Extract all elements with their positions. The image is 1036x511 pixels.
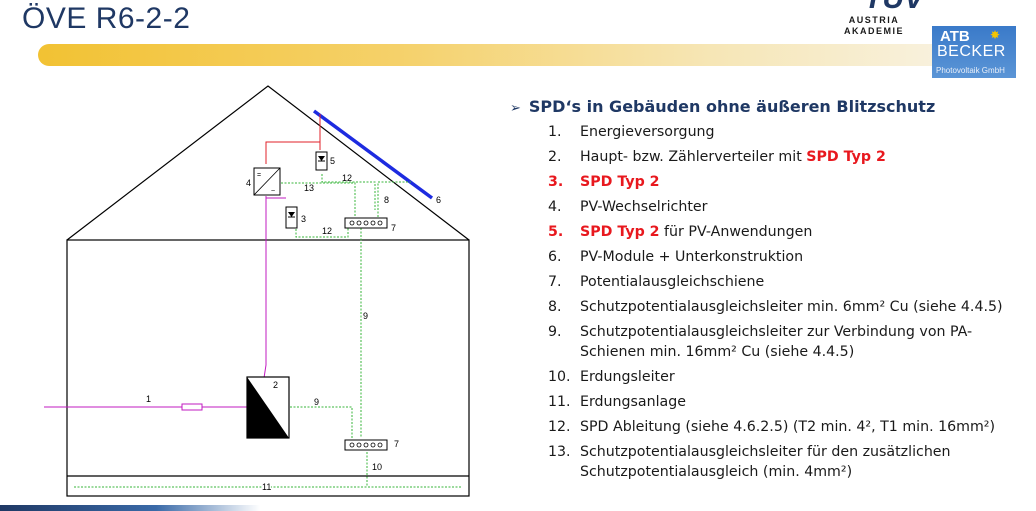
tuv-logo-mark: TÜV: [864, 0, 924, 16]
bullet-arrow-icon: ➢: [510, 101, 521, 116]
list-item-text: Erdungsanlage: [580, 394, 686, 410]
list-item: 8. Schutzpotentialausgleichsleiter min. 6…: [548, 297, 1028, 317]
list-item-number: 5.: [548, 224, 564, 240]
label-7-bottom: 7: [394, 439, 399, 449]
list-item-number: 7.: [548, 274, 562, 290]
label-6: 6: [436, 195, 441, 205]
list-item: 4. PV-Wechselrichter: [548, 197, 1028, 217]
list-item-text: Erdungsleiter: [580, 369, 675, 385]
list-item: 10. Erdungsleiter: [548, 367, 1028, 387]
legend-list: 1. Energieversorgung 2. Haupt- bzw. Zähler…: [548, 122, 1028, 487]
bonding-bar-7-top: [344, 217, 388, 229]
list-item-highlight: SPD Typ 2: [580, 224, 660, 240]
list-item-number: 8.: [548, 299, 562, 315]
house-spd-diagram: 6 = ~ 4 5 12 13 8 3 12: [44, 85, 470, 497]
inverter-4: = ~: [253, 167, 281, 196]
list-item: 7. Potentialausgleichschiene: [548, 272, 1028, 292]
list-item: 2. Haupt- bzw. Zählerverteiler mit SPD Ty…: [548, 147, 1028, 167]
tuv-logo-line2: AKADEMIE: [843, 26, 904, 36]
atb-logo-line1: ATB: [940, 28, 970, 45]
label-9-inverter: 9: [314, 397, 319, 407]
legend-heading: ➢ SPD‘s in Gebäuden ohne äußeren Blitzsch…: [510, 97, 935, 116]
atb-logo-line2: BECKER: [937, 43, 1006, 60]
list-item-number: 6.: [548, 249, 562, 265]
list-item-text: PV-Module + Unterkonstruktion: [580, 249, 804, 265]
list-item: 13. Schutzpotentialausgleichsleiter für d…: [548, 442, 1028, 482]
label-4: 4: [246, 178, 251, 188]
label-1: 1: [146, 394, 151, 404]
list-item: 1. Energieversorgung: [548, 122, 1028, 142]
main-distribution-2: [246, 376, 290, 439]
title-underline-bar: [38, 44, 938, 66]
list-item-number: 12.: [548, 419, 571, 435]
bonding-line-12-top: [321, 174, 376, 210]
list-item-number: 9.: [548, 324, 562, 340]
spd-3: [285, 206, 298, 229]
list-item: 9. Schutzpotentialausgleichsleiter zur Ve…: [548, 322, 1028, 362]
list-item-number: 4.: [548, 199, 562, 215]
label-12-low: 12: [322, 226, 332, 236]
atb-logo-line3: Photovoltaik GmbH: [936, 66, 1005, 75]
house-roof: [66, 85, 470, 241]
label-10: 10: [372, 462, 382, 472]
label-12-top: 12: [342, 173, 352, 183]
list-item-text: SPD Ableitung (siehe 4.6.2.5) (T2 min. 4…: [580, 419, 996, 435]
list-item-text: PV-Wechselrichter: [580, 199, 708, 215]
list-item: 3. SPD Typ 2: [548, 172, 1028, 192]
bonding-line-9-inverter: [290, 406, 353, 440]
list-item: 5. SPD Typ 2 für PV-Anwendungen: [548, 222, 1028, 242]
bonding-line-12-low: [295, 228, 349, 238]
list-item-text: Potentialausgleichschiene: [580, 274, 765, 290]
list-item-highlight: SPD Typ 2: [806, 149, 886, 165]
label-11: 11: [262, 482, 271, 492]
list-item-text: für PV-Anwendungen: [659, 224, 813, 240]
list-item-number: 3.: [548, 174, 564, 190]
bonding-line-8: [377, 181, 411, 217]
label-2: 2: [273, 380, 278, 390]
svg-text:~: ~: [271, 188, 275, 195]
list-item-number: 1.: [548, 124, 562, 140]
dc-line-top: [265, 114, 321, 164]
bonding-lines: [74, 174, 462, 488]
list-item-text: Schutzpotentialausgleichsleiter zur Verb…: [580, 324, 973, 360]
svg-text:=: =: [257, 172, 261, 179]
list-item-number: 10.: [548, 369, 571, 385]
label-9-vertical: 9: [363, 311, 368, 321]
label-13: 13: [304, 183, 314, 193]
tuv-austria-logo: TÜV AUSTRIA AKADEMIE: [824, 0, 924, 40]
tuv-logo-line1: AUSTRIA: [848, 15, 900, 25]
slide-title: ÖVE R6-2-2: [22, 2, 191, 35]
sun-icon: ✸: [990, 28, 1001, 42]
list-item-number: 13.: [548, 444, 571, 460]
house-body: [66, 239, 470, 497]
list-item-number: 2.: [548, 149, 562, 165]
list-item-number: 11.: [548, 394, 571, 410]
atb-becker-logo: ATB ✸ BECKER Photovoltaik GmbH: [932, 26, 1016, 78]
fuse-symbol: [181, 403, 203, 411]
label-8: 8: [384, 195, 389, 205]
list-item-text: Schutzpotentialausgleichsleiter min. 6mm…: [580, 299, 1003, 315]
spd-5: [315, 151, 328, 171]
list-item-text: Haupt- bzw. Zählerverteiler mit: [580, 149, 807, 165]
list-item-highlight: SPD Typ 2: [580, 174, 660, 190]
inverter-ac-line: [263, 196, 267, 379]
list-item-text: Schutzpotentialausgleichsleiter für den …: [580, 444, 951, 480]
legend-heading-text: SPD‘s in Gebäuden ohne äußeren Blitzschu…: [528, 97, 936, 116]
bonding-bar-7-bottom: [344, 439, 388, 451]
label-7-top: 7: [391, 223, 396, 233]
list-item: 11. Erdungsanlage: [548, 392, 1028, 412]
slide-corner-accent: [0, 505, 260, 511]
list-item-text: Energieversorgung: [580, 124, 715, 140]
label-3: 3: [301, 214, 306, 224]
list-item: 6. PV-Module + Unterkonstruktion: [548, 247, 1028, 267]
pv-module: [312, 109, 434, 200]
list-item: 12. SPD Ableitung (siehe 4.6.2.5) (T2 min…: [548, 417, 1028, 437]
bonding-line-13: [281, 182, 356, 218]
label-5: 5: [330, 156, 335, 166]
